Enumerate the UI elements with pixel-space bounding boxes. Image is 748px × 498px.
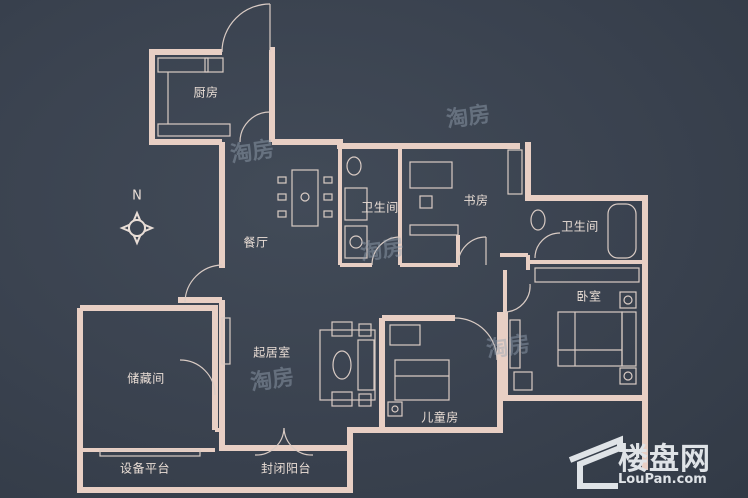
exterior-walls bbox=[77, 47, 648, 493]
watermark: 淘房 bbox=[444, 102, 492, 133]
house-icon bbox=[568, 435, 623, 489]
compass-north-label: N bbox=[132, 188, 142, 204]
top-wall bbox=[272, 139, 520, 149]
watermark: 淘房 bbox=[228, 137, 276, 168]
watermark: 淘房 bbox=[484, 332, 532, 363]
kitchen-right-wall bbox=[269, 47, 275, 142]
room-label-dining: 餐厅 bbox=[243, 235, 269, 250]
storage-outer-wall bbox=[77, 308, 353, 493]
room-label-kitchen: 厨房 bbox=[193, 85, 219, 100]
room-label-living: 起居室 bbox=[253, 345, 291, 360]
interior-walls bbox=[80, 146, 645, 452]
room-label-bathroom-2: 卫生间 bbox=[561, 219, 599, 234]
logo-chinese-text: 楼盘网 bbox=[618, 442, 711, 477]
room-label-bedroom: 卧室 bbox=[576, 289, 602, 304]
bedroom-bottom-wall bbox=[502, 312, 645, 401]
watermark: 淘房 bbox=[358, 235, 406, 266]
room-label-kids-room: 儿童房 bbox=[421, 410, 459, 425]
kitchen-wall bbox=[149, 49, 222, 145]
room-label-equipment-platform: 设备平台 bbox=[119, 461, 171, 476]
room-label-bathroom-1: 卫生间 bbox=[361, 200, 399, 215]
kids-room-wall bbox=[379, 312, 503, 433]
watermark: 淘房 bbox=[248, 365, 296, 396]
room-label-enclosed-balcony: 封闭阳台 bbox=[260, 461, 312, 476]
room-label-storage: 储藏间 bbox=[127, 371, 165, 386]
fixtures bbox=[99, 3, 640, 457]
compass-icon bbox=[119, 210, 155, 246]
logo-english-text: LouPan.com bbox=[618, 472, 707, 487]
room-label-study: 书房 bbox=[463, 193, 489, 208]
loupan-logo: 楼盘网 LouPan.com bbox=[566, 430, 744, 494]
east-wall bbox=[525, 142, 648, 470]
